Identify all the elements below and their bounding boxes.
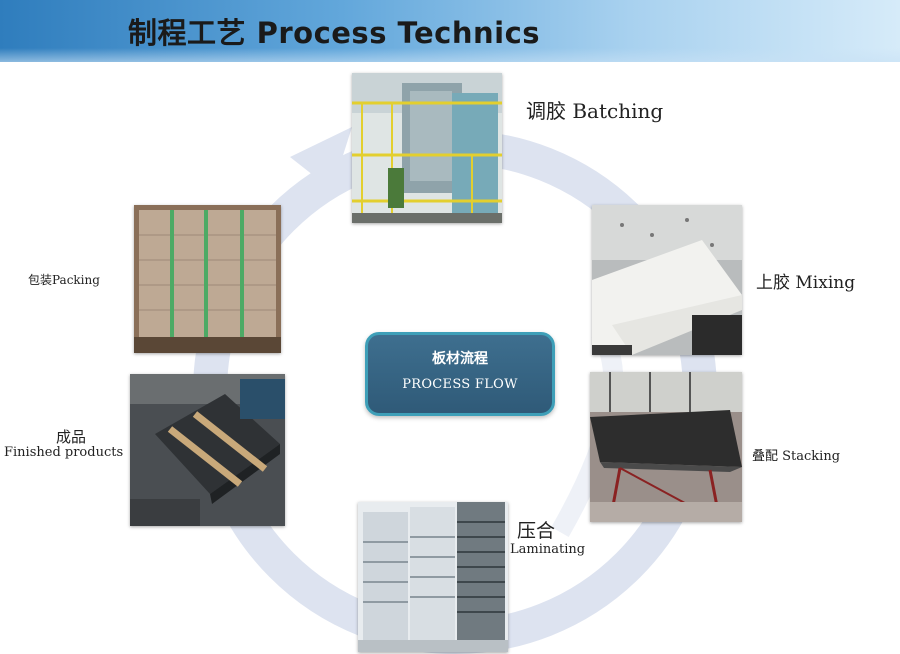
header-shade [0,48,900,62]
finished-label-cn: 成品 [56,428,87,446]
mixing-label: 上胶 Mixing [756,273,856,293]
batching-label: 调胶 Batching [526,99,664,123]
packing-label: 包装Packing [28,273,100,287]
laminating-photo [358,502,508,652]
process-flow-box: 板材流程 PROCESS FLOW [365,332,555,416]
cycle-arrow-head [290,127,352,190]
laminating-label-en: Laminating [510,542,586,557]
stacking-label: 叠配 Stacking [752,449,841,464]
finished-label-en: Finished products [4,445,124,460]
mixing-photo [592,205,742,355]
laminating-label-cn: 压合 [517,520,556,542]
page-title: 制程工艺 Process Technics [128,16,541,50]
batching-photo [352,73,502,223]
stacking-photo [590,372,742,522]
process-flow-title-cn: 板材流程 [432,351,488,367]
finished-products-photo [130,374,285,526]
packing-photo [134,205,281,353]
process-flow-title-en: PROCESS FLOW [402,377,518,392]
